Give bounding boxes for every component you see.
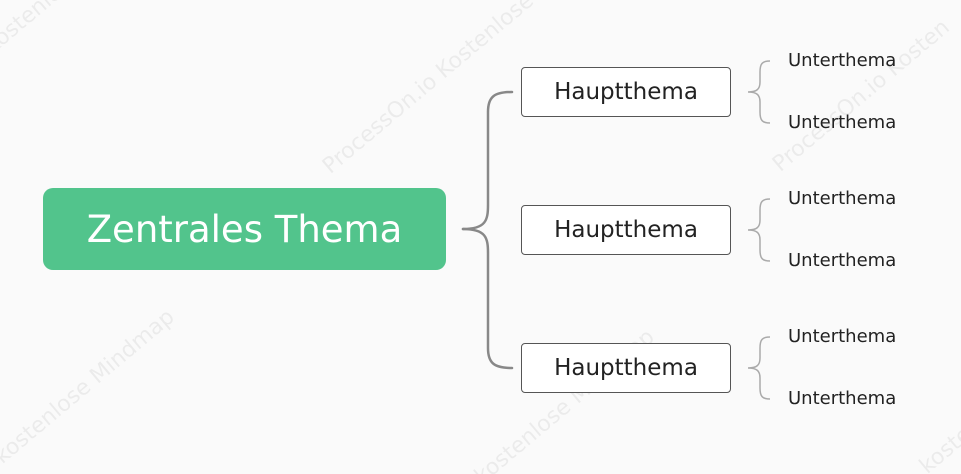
sub-brace: [747, 336, 771, 400]
main-topic-1[interactable]: Hauptthema: [521, 67, 731, 117]
subtopic-1-2[interactable]: Unterthema: [788, 112, 897, 133]
main-connector: [461, 90, 514, 231]
main-topic-label: Hauptthema: [554, 217, 698, 243]
subtopic-2-1[interactable]: Unterthema: [788, 188, 897, 209]
main-topic-label: Hauptthema: [554, 79, 698, 105]
subtopic-2-2[interactable]: Unterthema: [788, 250, 897, 271]
main-topic-label: Hauptthema: [554, 355, 698, 381]
main-topic-2[interactable]: Hauptthema: [521, 205, 731, 255]
main-topic-3[interactable]: Hauptthema: [521, 343, 731, 393]
main-connector: [461, 227, 514, 370]
central-topic-label: Zentrales Thema: [86, 207, 403, 251]
sub-brace: [747, 198, 771, 262]
sub-brace: [747, 60, 771, 124]
central-topic[interactable]: Zentrales Thema: [43, 188, 446, 270]
subtopic-3-2[interactable]: Unterthema: [788, 388, 897, 409]
subtopic-1-1[interactable]: Unterthema: [788, 50, 897, 71]
subtopic-3-1[interactable]: Unterthema: [788, 326, 897, 347]
